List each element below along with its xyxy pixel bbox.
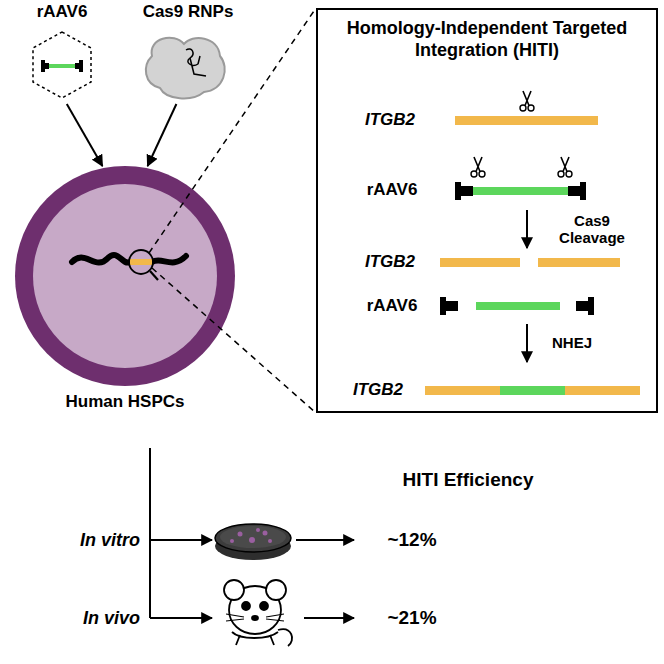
step-label: ITGB2 xyxy=(365,110,415,130)
step-label: Cas9 Cleavage xyxy=(552,212,632,247)
cut-gene xyxy=(440,258,620,267)
flow-arrow xyxy=(67,104,103,166)
node-title: rAAV6 xyxy=(14,2,110,22)
step-label: rAAV6 xyxy=(367,180,418,200)
rnp-icon: Cas9 RNPs xyxy=(130,2,246,102)
vector-icon-shape xyxy=(14,26,110,102)
hiti-panel: Homology-Independent Targeted Integratio… xyxy=(316,8,658,413)
step-label: ITGB2 xyxy=(365,252,415,272)
node-title: Homology-Independent Targeted Integratio… xyxy=(328,18,646,61)
step-label: ITGB2 xyxy=(353,380,403,400)
condition-label: In vivo xyxy=(83,608,140,629)
flow-arrow xyxy=(148,104,177,166)
result-text: HITI Efficiency xyxy=(403,469,534,491)
integrated-gene xyxy=(425,386,640,395)
step-arrow xyxy=(526,324,528,362)
donor-fragments xyxy=(440,297,594,315)
step-label: rAAV6 xyxy=(367,296,418,316)
result-text: ~12% xyxy=(387,529,436,551)
node-title: Human HSPCs xyxy=(12,164,238,412)
mouse-icon xyxy=(224,580,292,646)
rnp-icon-shape xyxy=(130,26,246,102)
donor-construct xyxy=(455,157,586,200)
condition-label: In vitro xyxy=(80,530,140,551)
result-text: ~21% xyxy=(387,607,436,629)
petri-dish xyxy=(215,524,291,560)
step-label: NHEJ xyxy=(552,334,592,351)
vector-icon: rAAV6 xyxy=(14,2,110,102)
cell: Human HSPCs xyxy=(12,164,238,412)
cell-shape xyxy=(12,164,238,388)
node-title: Cas9 RNPs xyxy=(130,2,246,22)
gene-bar xyxy=(455,91,598,125)
step-arrow xyxy=(526,210,528,248)
